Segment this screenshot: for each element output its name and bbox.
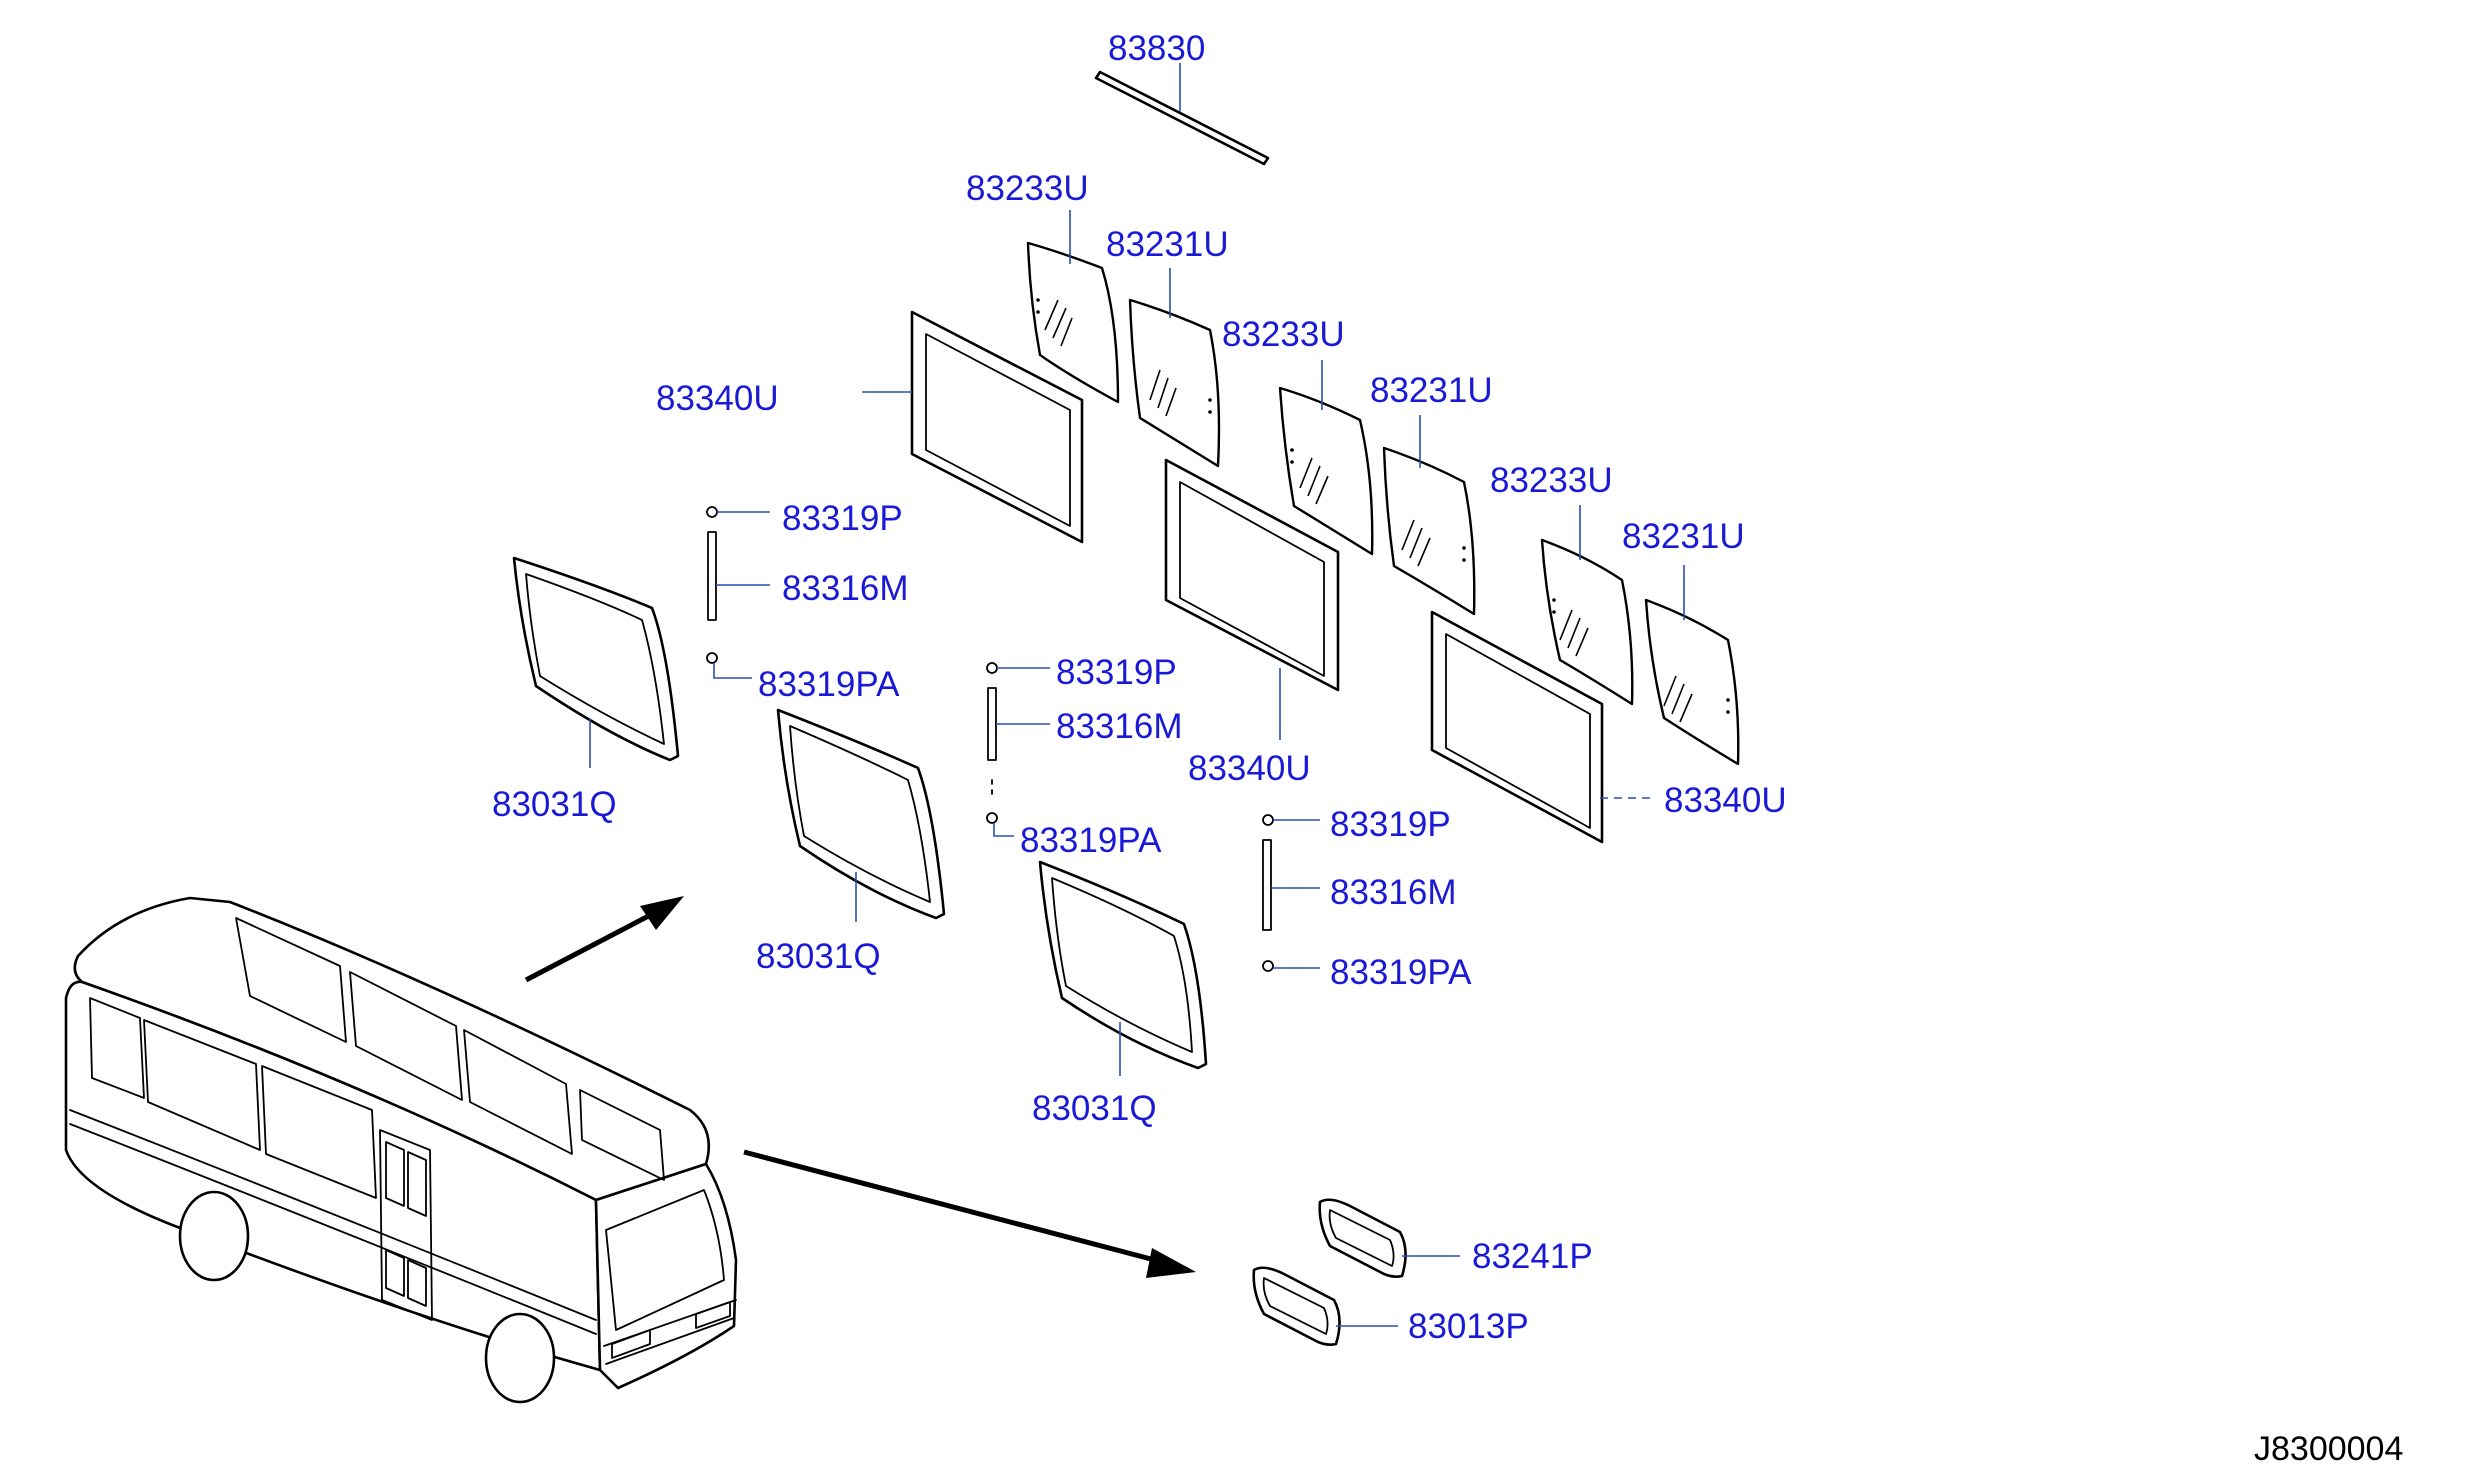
callout-83231u-2[interactable]: 83231U [1370, 371, 1493, 410]
callout-83231u-1[interactable]: 83231U [1106, 225, 1229, 264]
arrow-to-small-window [743, 1149, 1196, 1278]
window-frame-1 [862, 310, 1084, 544]
callout-labels: 83830 83233U 83231U 83233U 83231U 83233U… [492, 29, 2403, 1468]
bus-illustration [64, 896, 738, 1404]
side-glass-1 [512, 556, 680, 768]
callout-83031q-2[interactable]: 83031Q [756, 937, 881, 976]
callout-83319pa-2[interactable]: 83319PA [1020, 821, 1162, 860]
channel-set-3 [1262, 814, 1320, 972]
side-glass-2 [776, 708, 946, 922]
callout-83319p-1[interactable]: 83319P [782, 499, 903, 538]
callout-83031q-3[interactable]: 83031Q [1032, 1089, 1157, 1128]
callout-83316m-1[interactable]: 83316M [782, 569, 908, 608]
channel-set-2 [986, 662, 1050, 837]
channel-set-1 [706, 506, 770, 679]
window-frame-2 [1164, 458, 1340, 740]
glass-panel-front-3 [1644, 598, 1740, 766]
glass-panel-rear-2 [1278, 386, 1374, 556]
callout-83319pa-1[interactable]: 83319PA [758, 665, 900, 704]
callout-83319p-3[interactable]: 83319P [1330, 805, 1451, 844]
window-frame-3 [1430, 610, 1650, 844]
callout-83241p[interactable]: 83241P [1472, 1237, 1593, 1276]
callout-83231u-3[interactable]: 83231U [1622, 517, 1745, 556]
callout-83830[interactable]: 83830 [1108, 29, 1205, 68]
small-window-glass [1252, 1266, 1398, 1346]
callout-83233u-2[interactable]: 83233U [1222, 315, 1345, 354]
callout-83316m-3[interactable]: 83316M [1330, 873, 1456, 912]
callout-83340u-1[interactable]: 83340U [656, 379, 779, 418]
callout-83233u-1[interactable]: 83233U [966, 169, 1089, 208]
callout-83340u-3[interactable]: 83340U [1664, 781, 1787, 820]
callout-83316m-2[interactable]: 83316M [1056, 707, 1182, 746]
callout-83319p-2[interactable]: 83319P [1056, 653, 1177, 692]
glass-panel-front-2 [1382, 446, 1476, 616]
callout-83013p[interactable]: 83013P [1408, 1307, 1529, 1346]
callout-83319pa-3[interactable]: 83319PA [1330, 953, 1472, 992]
side-glass-3 [1038, 860, 1208, 1076]
diagram-code: J8300004 [2254, 1430, 2403, 1468]
arrow-to-side-glass [524, 896, 684, 983]
glass-panel-rear-1 [1026, 241, 1120, 404]
callout-83031q-1[interactable]: 83031Q [492, 785, 617, 824]
glass-panel-front-1 [1128, 298, 1221, 468]
small-window-seal [1318, 1198, 1460, 1278]
callout-83340u-2[interactable]: 83340U [1188, 749, 1311, 788]
glass-panel-rear-3 [1540, 538, 1634, 706]
roof-moulding-strip [1094, 63, 1270, 166]
callout-83233u-3[interactable]: 83233U [1490, 461, 1613, 500]
